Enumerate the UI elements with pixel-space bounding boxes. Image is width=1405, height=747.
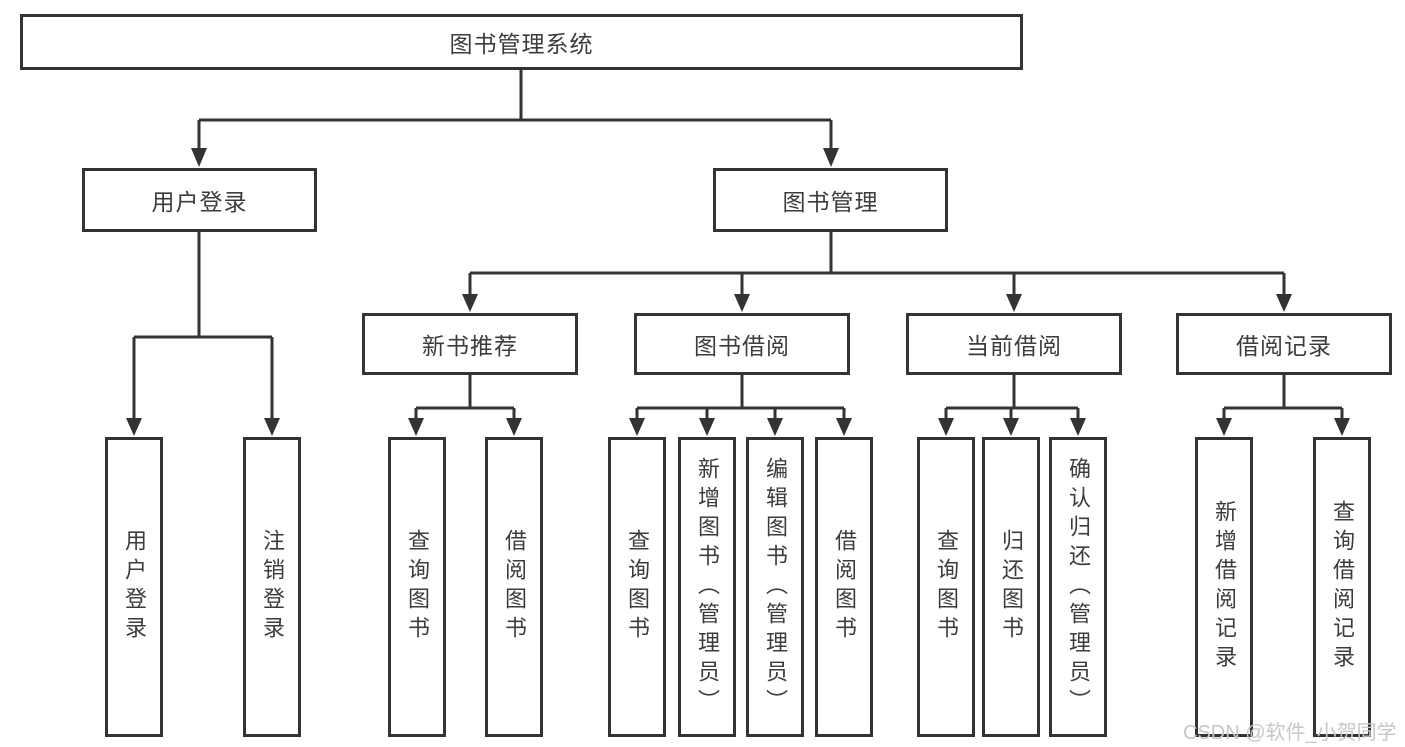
leaf-borrowing-edit-books-admin: 编辑图书（管理员）	[746, 437, 804, 737]
root-node-library-system: 图书管理系统	[20, 14, 1023, 70]
leaf-current-return-books: 归还图书	[982, 437, 1040, 737]
leaf-logout-login: 注销登录	[243, 437, 301, 737]
leaf-current-query-books: 查询图书	[917, 437, 975, 737]
leaf-borrowing-add-books-admin: 新增图书（管理员）	[678, 437, 736, 737]
leaf-user-login: 用户登录	[105, 437, 163, 737]
node-book-borrowing: 图书借阅	[634, 313, 850, 375]
leaf-borrowing-borrow-books: 借阅图书	[815, 437, 873, 737]
leaf-current-confirm-return-admin: 确认归还（管理员）	[1049, 437, 1107, 737]
leaf-records-query-borrow-record: 查询借阅记录	[1313, 437, 1371, 737]
node-book-management: 图书管理	[713, 168, 948, 232]
node-user-login: 用户登录	[82, 168, 317, 232]
node-current-borrowing: 当前借阅	[906, 313, 1122, 375]
node-new-book-recommendation: 新书推荐	[362, 313, 578, 375]
node-borrowing-records: 借阅记录	[1176, 313, 1392, 375]
leaf-newbook-query-books: 查询图书	[388, 437, 446, 737]
leaf-borrowing-query-books: 查询图书	[608, 437, 666, 737]
leaf-records-add-borrow-record: 新增借阅记录	[1195, 437, 1253, 737]
leaf-newbook-borrow-books: 借阅图书	[485, 437, 543, 737]
csdn-watermark: CSDN @软件_小贺同学	[1183, 722, 1397, 744]
